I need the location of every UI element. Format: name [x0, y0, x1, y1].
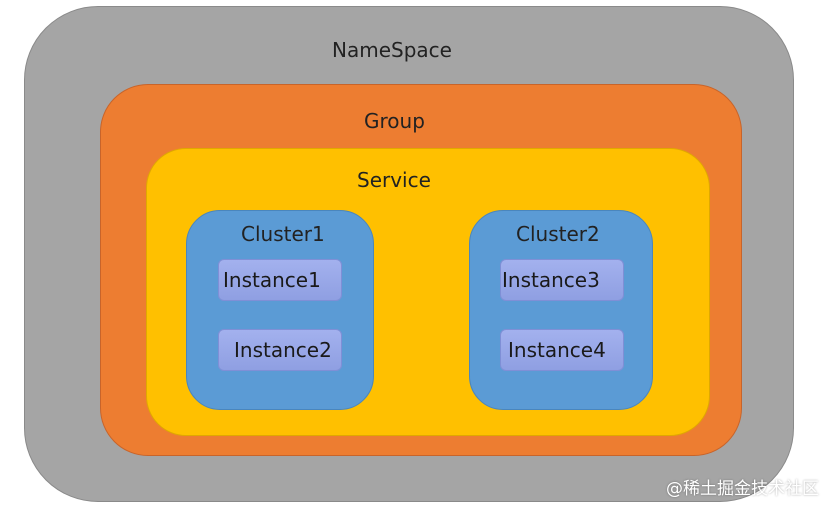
instance4-box [500, 329, 624, 371]
cluster1-label: Cluster1 [241, 222, 325, 246]
namespace-label: NameSpace [332, 38, 452, 62]
cluster2-box [469, 210, 653, 410]
watermark-text: @稀土掘金技术社区 [666, 479, 819, 499]
instance4-label: Instance4 [508, 338, 606, 362]
instance3-label: Instance3 [502, 268, 600, 292]
instance3-box [500, 259, 624, 301]
cluster1-box [186, 210, 374, 410]
instance1-box [218, 259, 342, 301]
service-label: Service [357, 168, 431, 192]
cluster2-label: Cluster2 [516, 222, 600, 246]
instance2-box [218, 329, 342, 371]
instance2-label: Instance2 [234, 338, 332, 362]
group-label: Group [364, 109, 425, 133]
instance1-label: Instance1 [223, 268, 321, 292]
